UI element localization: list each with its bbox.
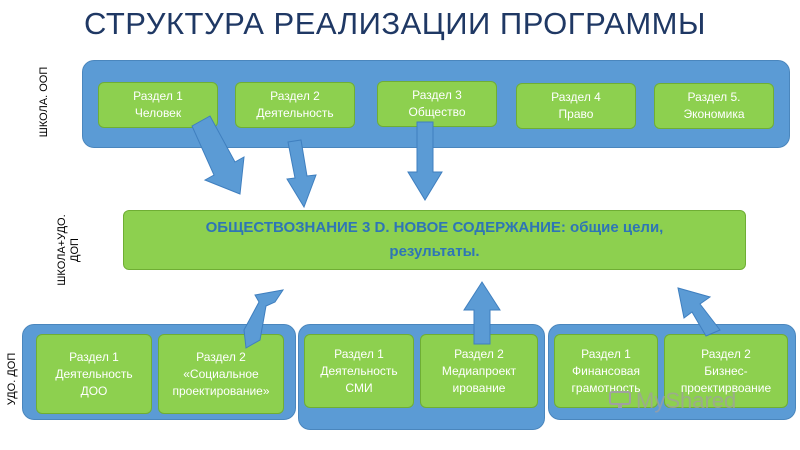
section-name: Человек — [134, 106, 182, 120]
arrow-up-1 — [243, 289, 285, 349]
section-name-1: Медиапроект — [441, 363, 517, 378]
section-label: Раздел 2 — [701, 346, 751, 361]
top-section-2: Раздел 2 Деятельность — [235, 82, 355, 128]
section-name-2: проектирование» — [172, 383, 270, 398]
bottom-1-section-2: Раздел 2 «Социальное проектирование» — [158, 334, 284, 414]
center-box: ОБЩЕСТВОЗНАНИЕ 3 D. НОВОЕ СОДЕРЖАНИЕ: об… — [123, 210, 746, 270]
watermark-label: MyShared — [636, 388, 737, 413]
bottom-3-section-2: Раздел 2 Бизнес-проектирвоание — [664, 334, 788, 408]
section-name-1: Бизнес- — [704, 363, 748, 378]
section-name-1: Деятельность — [320, 363, 398, 378]
section-label: Раздел 1 — [581, 346, 631, 361]
section-name-1: Деятельность — [55, 366, 133, 381]
section-label: Раздел 4 — [551, 90, 601, 104]
section-label: Раздел 1 — [334, 346, 384, 361]
page-title: СТРУКТУРА РЕАЛИЗАЦИИ ПРОГРАММЫ — [84, 6, 706, 41]
watermark-text: MyShared — [636, 388, 736, 414]
bottom-2-section-2: Раздел 2 Медиапроект ирование — [420, 334, 538, 408]
arrow-up-3 — [677, 287, 721, 337]
section-name: Право — [558, 107, 594, 121]
arrow-up-2 — [463, 281, 501, 345]
top-section-3: Раздел 3 Общество — [377, 81, 497, 127]
center-line2: результаты. — [389, 243, 480, 260]
section-label: Раздел 2 — [270, 89, 320, 103]
section-label: Раздел 2 — [454, 346, 504, 361]
section-label: Раздел 1 — [133, 89, 183, 103]
arrow-down-2 — [286, 139, 317, 209]
arrow-down-1 — [191, 115, 245, 195]
section-label: Раздел 3 — [412, 88, 462, 102]
top-section-1: Раздел 1 Человек — [98, 82, 218, 128]
top-section-4: Раздел 4 Право — [516, 83, 636, 129]
section-name-2: проектирвоание — [680, 380, 772, 395]
watermark-logo-icon — [609, 391, 631, 408]
section-name-2: ДОО — [80, 383, 108, 398]
section-name-2: ирование — [452, 380, 506, 395]
section-label: Раздел 1 — [69, 349, 119, 364]
center-line1: ОБЩЕСТВОЗНАНИЕ 3 D. НОВОЕ СОДЕРЖАНИЕ: об… — [205, 219, 664, 236]
section-name: Общество — [408, 105, 466, 119]
section-label: Раздел 2 — [196, 349, 246, 364]
top-section-5: Раздел 5. Экономика — [654, 83, 774, 129]
section-name-2: СМИ — [345, 380, 373, 395]
section-name: Деятельность — [256, 106, 334, 120]
arrow-down-3 — [407, 121, 443, 201]
section-name-1: «Социальное — [183, 366, 259, 381]
section-name: Экономика — [683, 107, 745, 121]
section-name-1: Финансовая — [572, 363, 640, 378]
section-label: Раздел 5. — [687, 90, 741, 104]
